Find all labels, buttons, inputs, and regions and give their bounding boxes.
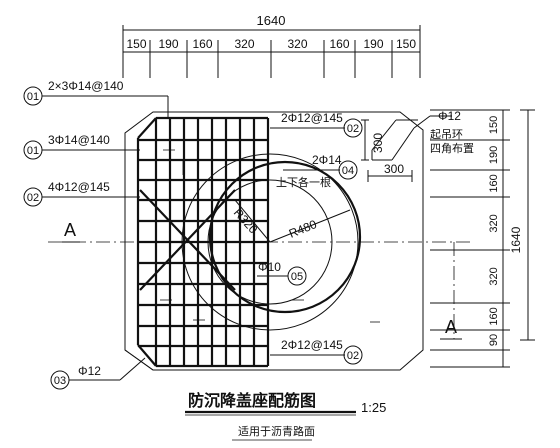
svg-text:Φ12: Φ12 bbox=[78, 364, 101, 378]
right-dimension-chain: 1640 150 190 160 320 320 160 90 bbox=[430, 109, 535, 368]
svg-text:2Φ14: 2Φ14 bbox=[312, 153, 342, 167]
svg-text:03: 03 bbox=[54, 375, 66, 387]
plate-outline bbox=[124, 111, 424, 371]
dim-top-segment: 320 bbox=[234, 37, 254, 51]
callout-03: 03 Φ12 bbox=[50, 357, 146, 390]
svg-text:4Φ12@145: 4Φ12@145 bbox=[48, 180, 110, 194]
svg-text:05: 05 bbox=[291, 271, 303, 283]
dim-top-segment: 160 bbox=[329, 37, 349, 51]
dim-right-segment: 320 bbox=[488, 214, 500, 232]
svg-text:2Φ12@145: 2Φ12@145 bbox=[281, 338, 343, 352]
callout-02-left: 02 4Φ12@145 bbox=[23, 180, 140, 207]
dim-right-segment: 150 bbox=[488, 116, 500, 134]
dim-total-right: 1640 bbox=[509, 226, 523, 253]
svg-text:01: 01 bbox=[27, 145, 39, 157]
callout-05: Φ10 05 bbox=[257, 260, 307, 286]
dim-top-segment: 190 bbox=[363, 37, 383, 51]
callout-02-top: 2Φ12@145 02 bbox=[270, 111, 363, 138]
svg-text:04: 04 bbox=[342, 165, 354, 177]
drawing-subtitle: 适用于沥青路面 bbox=[238, 425, 315, 438]
svg-text:起吊环: 起吊环 bbox=[430, 128, 463, 141]
dim-top-segment: 190 bbox=[158, 37, 178, 51]
lift-ring-detail: 300 300 Φ12 起吊环 四角布置 bbox=[361, 109, 474, 182]
ring-circle bbox=[208, 160, 362, 314]
svg-text:02: 02 bbox=[347, 123, 359, 135]
radius-outer-label: R480 bbox=[287, 217, 319, 241]
svg-text:2×3Φ14@140: 2×3Φ14@140 bbox=[48, 79, 124, 93]
dim-right-segment: 190 bbox=[488, 146, 500, 164]
drawing-scale: 1:25 bbox=[361, 400, 386, 415]
svg-text:Φ10: Φ10 bbox=[258, 260, 281, 274]
svg-text:2Φ12@145: 2Φ12@145 bbox=[281, 111, 343, 125]
svg-text:四角布置: 四角布置 bbox=[430, 142, 474, 155]
callout-04: 2Φ14 04 上下各一根 bbox=[276, 153, 358, 189]
dim-300-horizontal: 300 bbox=[384, 162, 404, 176]
dim-top-segment: 160 bbox=[192, 37, 212, 51]
dim-right-segment: 320 bbox=[488, 267, 500, 285]
svg-text:02: 02 bbox=[27, 192, 39, 204]
callout-02-bottom: 2Φ12@145 02 bbox=[270, 338, 363, 365]
dim-right-segment: 160 bbox=[488, 174, 500, 192]
dim-total-top: 1640 bbox=[257, 13, 286, 28]
callout-01-a: 01 2×3Φ14@140 bbox=[23, 79, 169, 118]
title-block: 防沉降盖座配筋图 1:25 适用于沥青路面 bbox=[185, 391, 386, 441]
dim-right-segment: 90 bbox=[488, 334, 500, 346]
svg-text:01: 01 bbox=[27, 91, 39, 103]
radius-leader-inner bbox=[234, 199, 271, 243]
svg-text:Φ12: Φ12 bbox=[438, 109, 461, 123]
svg-text:上下各一根: 上下各一根 bbox=[276, 175, 331, 189]
dim-top-segment: 150 bbox=[126, 37, 146, 51]
svg-text:3Φ14@140: 3Φ14@140 bbox=[48, 133, 110, 147]
plate-outline-bottom bbox=[124, 349, 154, 371]
radius-leader-outer bbox=[269, 209, 351, 243]
section-mark-left: A bbox=[64, 220, 76, 240]
dim-right-segment: 160 bbox=[488, 307, 500, 325]
dim-300-vertical: 300 bbox=[371, 133, 385, 153]
callout-01-b: 01 3Φ14@140 bbox=[23, 133, 140, 160]
dim-top-segment: 320 bbox=[287, 37, 307, 51]
svg-text:02: 02 bbox=[347, 350, 359, 362]
section-mark-right: A bbox=[445, 317, 457, 337]
drawing-title: 防沉降盖座配筋图 bbox=[188, 391, 316, 410]
dim-top-segment: 150 bbox=[396, 37, 416, 51]
top-dimension-chain: 1640 150 190 160 320 320 160 190 150 bbox=[122, 13, 421, 78]
